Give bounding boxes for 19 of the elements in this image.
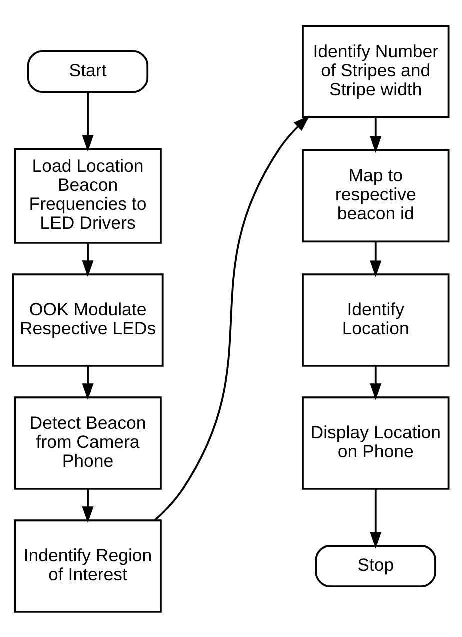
arrow bbox=[82, 488, 94, 523]
node-box: Display Location on Phone bbox=[302, 396, 450, 490]
arrow bbox=[154, 115, 310, 520]
arrow bbox=[370, 241, 382, 277]
node-box: Map to respective beacon id bbox=[302, 148, 450, 242]
node-box: Identify Location bbox=[302, 273, 450, 366]
arrow bbox=[82, 366, 94, 400]
arrow bbox=[82, 242, 94, 277]
node-box: Stop bbox=[315, 544, 436, 588]
node-box: Load Location Beacon Frequencies to LED Drivers bbox=[14, 148, 162, 244]
node-box: Identify Number of Stripes and Stripe width bbox=[302, 24, 450, 118]
node-box: Indentify Region of Interest bbox=[14, 519, 162, 612]
node-box: Detect Beacon from Camera Phone bbox=[14, 396, 162, 490]
arrow bbox=[370, 488, 382, 548]
arrow bbox=[82, 92, 94, 152]
arrow bbox=[370, 117, 382, 152]
node-box: OOK Modulate Respective LEDs bbox=[12, 273, 164, 366]
node-box: Start bbox=[27, 50, 149, 92]
arrow bbox=[370, 366, 382, 400]
